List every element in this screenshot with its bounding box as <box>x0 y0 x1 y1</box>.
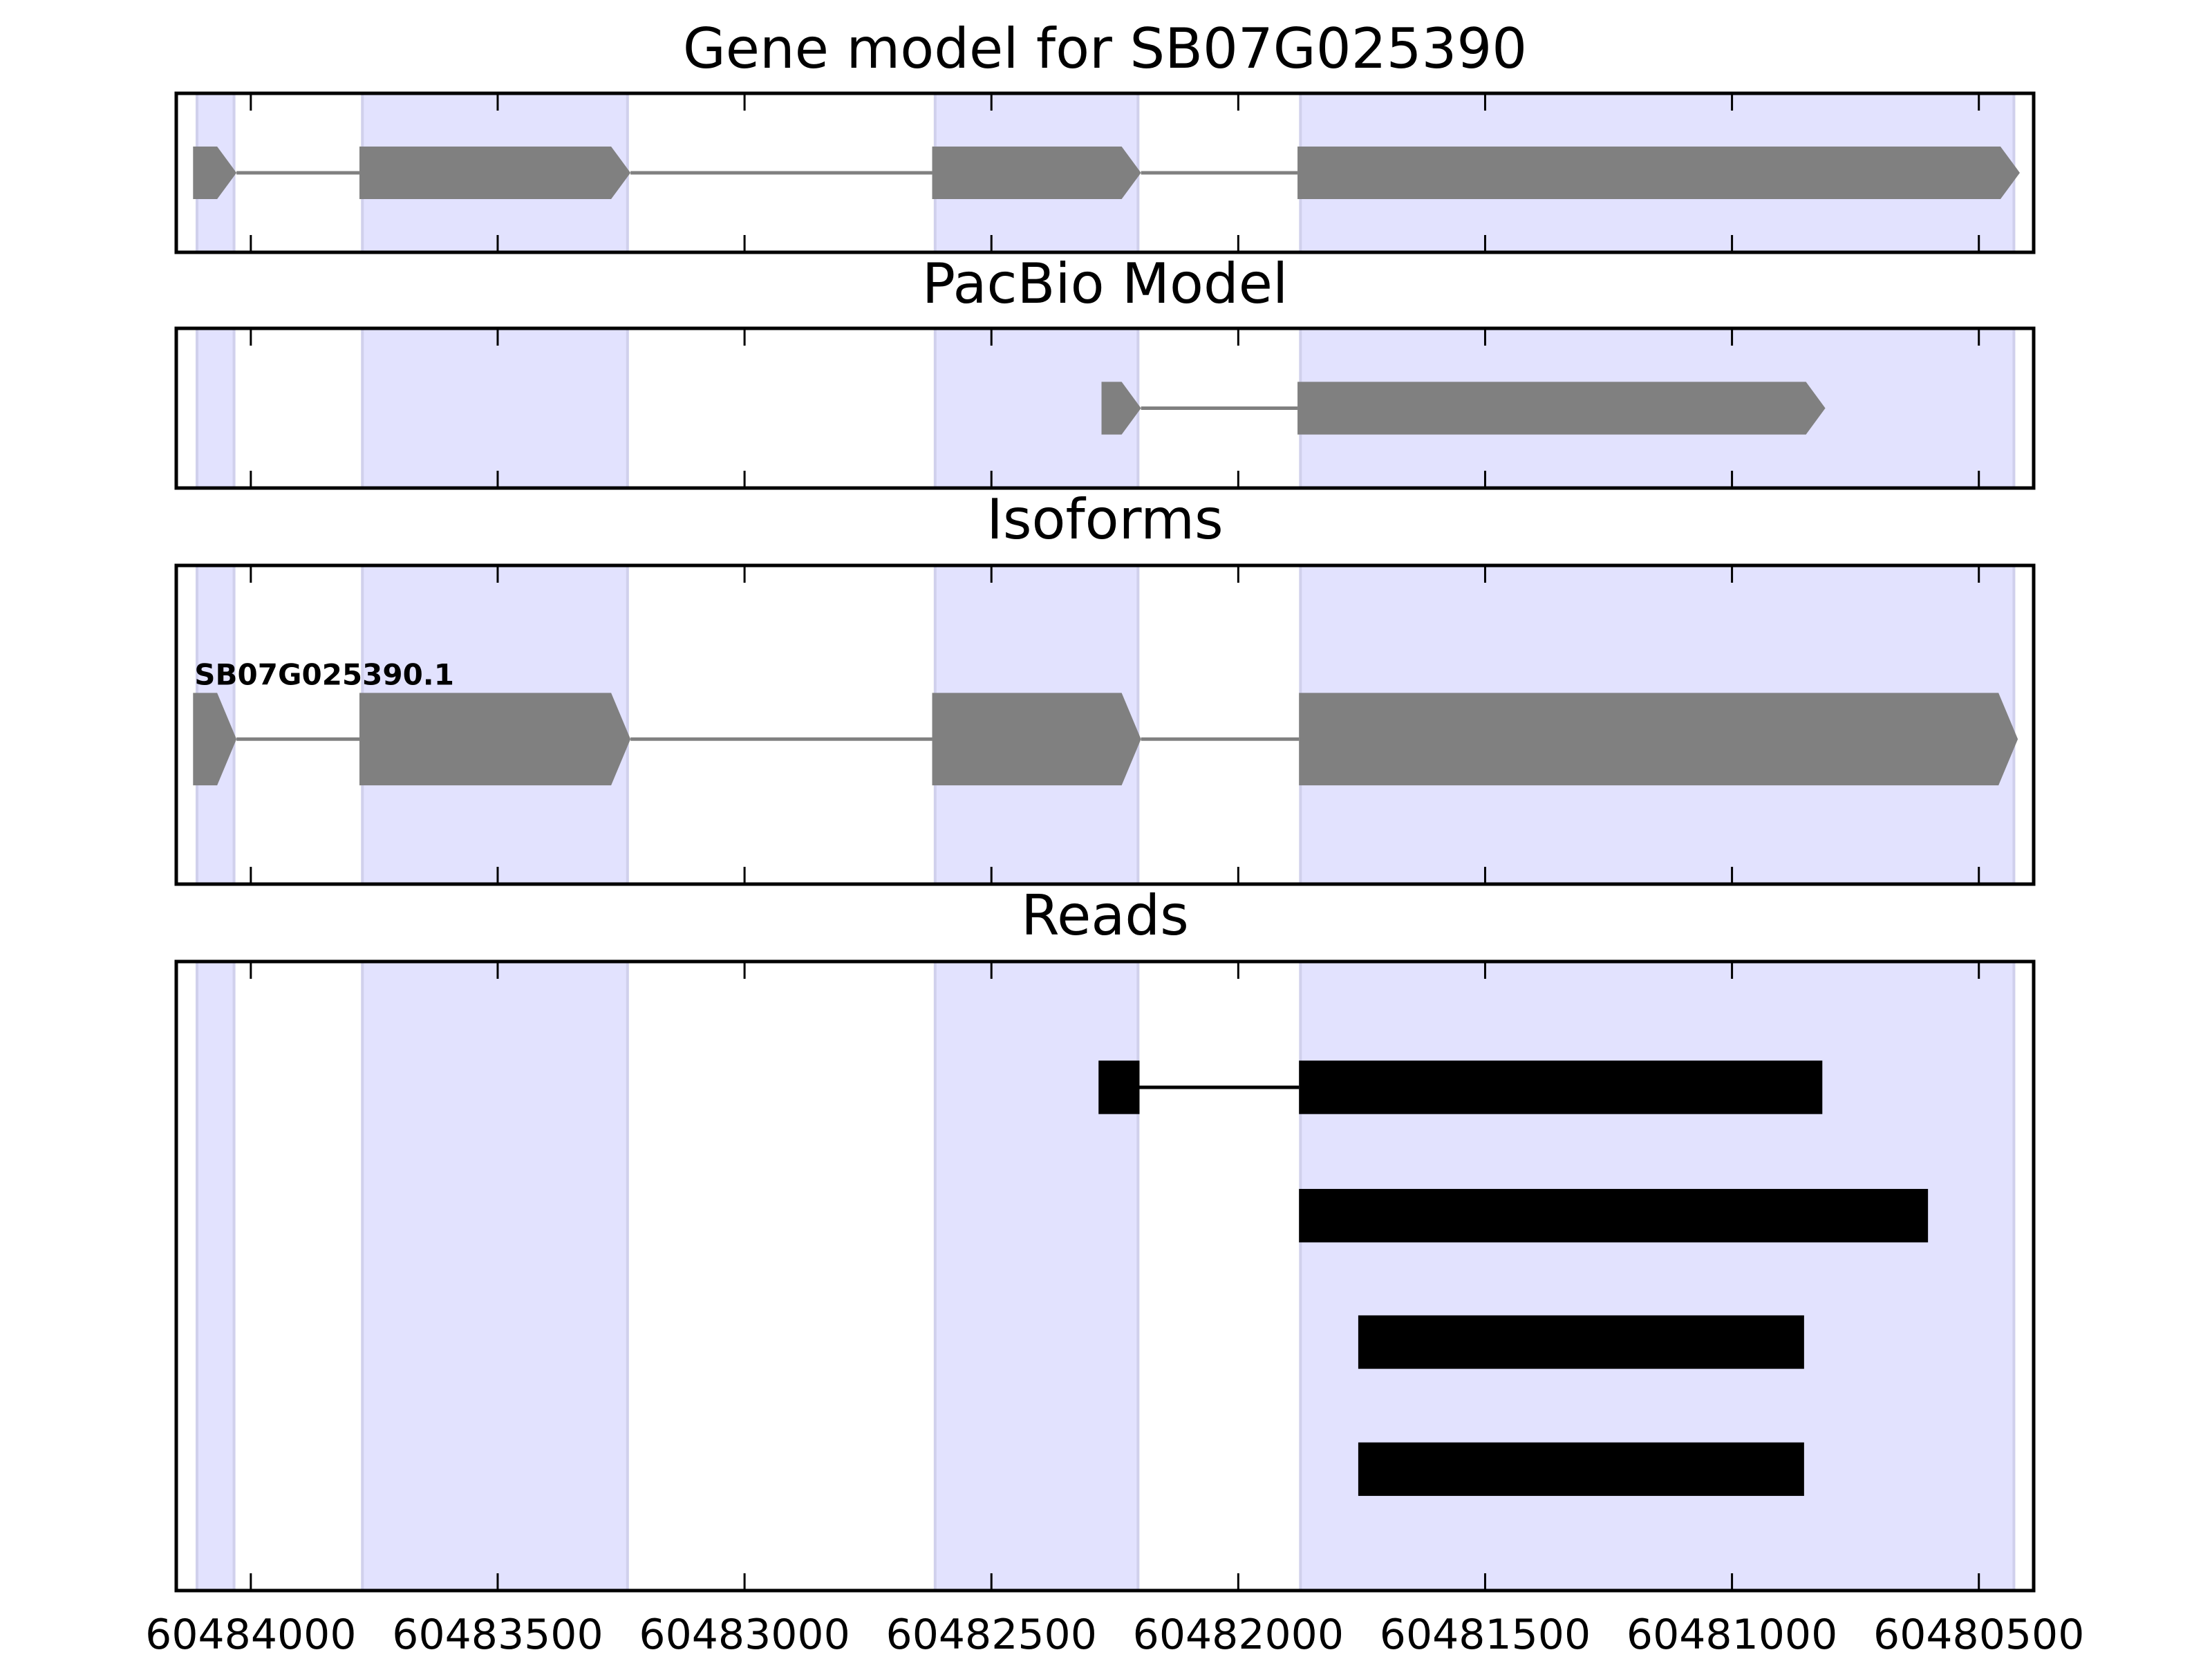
exon <box>1297 382 1826 435</box>
panel-frame <box>174 91 2036 254</box>
read-block <box>1299 1060 1823 1114</box>
exon <box>359 147 631 199</box>
panel-frame <box>174 326 2036 490</box>
highlight-band <box>361 327 629 489</box>
panel-1: PacBio Model <box>174 252 2036 490</box>
read-block <box>1098 1060 1140 1114</box>
exon <box>193 693 237 786</box>
exon <box>1101 382 1141 435</box>
panel-frame <box>174 563 2036 886</box>
exon <box>932 147 1141 199</box>
highlight-band <box>195 960 236 1592</box>
panel-title: PacBio Model <box>922 252 1288 316</box>
x-tick-label: 60484000 <box>145 1611 356 1659</box>
highlight-band <box>1299 960 2016 1592</box>
x-tick-label: 60483500 <box>392 1611 603 1659</box>
read-block <box>1358 1442 1804 1497</box>
x-tick-label: 60480500 <box>1873 1611 2084 1659</box>
read-block <box>1299 1188 1929 1243</box>
exon <box>193 147 237 199</box>
panel-title: Reads <box>1021 883 1189 948</box>
read-block <box>1358 1315 1804 1369</box>
x-tick-label: 60483000 <box>639 1611 850 1659</box>
x-tick-label: 60481000 <box>1627 1611 1837 1659</box>
panel-3: Reads <box>174 883 2036 1593</box>
exon <box>359 693 631 786</box>
exon <box>1299 693 2018 786</box>
x-tick-label: 60481500 <box>1380 1611 1591 1659</box>
exon <box>1297 147 2021 199</box>
highlight-band <box>195 327 236 489</box>
isoform-label: SB07G025390.1 <box>194 657 454 691</box>
panel-frame <box>174 959 2036 1593</box>
panel-title: Isoforms <box>986 487 1223 552</box>
highlight-band <box>933 960 1140 1592</box>
exon <box>932 693 1141 786</box>
highlight-band <box>361 960 629 1592</box>
x-tick-label: 60482000 <box>1133 1611 1344 1659</box>
panel-0: Gene model for SB07G025390 <box>174 17 2036 254</box>
x-tick-label: 60482500 <box>886 1611 1097 1659</box>
panel-title: Gene model for SB07G025390 <box>683 17 1527 81</box>
